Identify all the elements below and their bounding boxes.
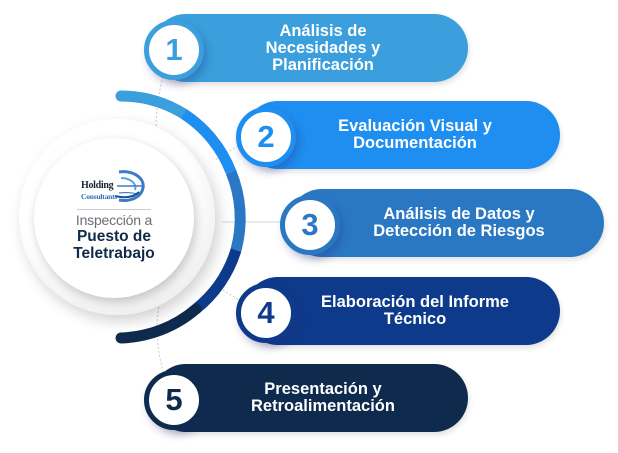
step-1-number: 1 <box>165 32 183 67</box>
step-4-label-line2: Técnico <box>383 310 447 328</box>
hub-title-line1: Puesto de <box>76 228 152 245</box>
hub-title-line2: Teletrabajo <box>73 245 155 262</box>
step-1-label-line1: Análisis de <box>279 21 367 40</box>
company-logo: Holding Consultants <box>79 168 149 208</box>
step-3-label-line2: Detección de Riesgos <box>373 222 545 240</box>
step-3-label: Análisis de Datos y Detección de Riesgos <box>333 206 558 240</box>
step-1-label-line3: Planificación <box>272 55 374 74</box>
step-4-number: 4 <box>257 295 275 330</box>
progress-arc <box>115 90 246 344</box>
step-4-label-line1: Elaboración del Informe <box>321 293 509 311</box>
step-4-label: Elaboración del Informe Técnico <box>281 294 523 328</box>
logo-text-consultants: Consultants <box>81 192 118 201</box>
step-1-pill: Análisis de Necesidades y Planificación <box>152 14 468 82</box>
step-5-pill: Presentación y Retroalimentación <box>152 364 468 432</box>
step-2-number: 2 <box>257 119 275 154</box>
step-2-label-line2: Documentación <box>353 134 477 152</box>
step-2-label: Evaluación Visual y Documentación <box>298 118 506 152</box>
logo-divider <box>77 209 151 210</box>
step-5-number-badge: 5 <box>144 370 204 430</box>
step-1-label: Análisis de Necesidades y Planificación <box>226 21 395 74</box>
step-3-label-line1: Análisis de Datos y <box>383 205 535 223</box>
step-4-number-badge: 4 <box>236 283 296 343</box>
step-3-number-badge: 3 <box>280 195 340 255</box>
step-4-pill: Elaboración del Informe Técnico <box>244 277 560 345</box>
step-2-label-line1: Evaluación Visual y <box>338 117 492 135</box>
step-1-label-line2: Necesidades y <box>265 38 381 57</box>
step-5-number: 5 <box>165 382 183 417</box>
hub-center: Holding Consultants Inspección a Puesto … <box>34 138 194 298</box>
step-1-number-badge: 1 <box>144 20 204 80</box>
globe-swoosh-icon <box>114 170 145 202</box>
step-5-label-line1: Presentación y <box>264 380 382 398</box>
logo-text-holding: Holding <box>81 180 114 191</box>
step-2-pill: Evaluación Visual y Documentación <box>244 101 560 169</box>
hub-kicker: Inspección a <box>75 212 153 228</box>
step-3-pill: Análisis de Datos y Detección de Riesgos <box>288 189 604 257</box>
step-2-number-badge: 2 <box>236 107 296 167</box>
step-5-label: Presentación y Retroalimentación <box>211 381 409 415</box>
step-3-number: 3 <box>301 207 319 242</box>
step-5-label-line2: Retroalimentación <box>251 397 395 415</box>
